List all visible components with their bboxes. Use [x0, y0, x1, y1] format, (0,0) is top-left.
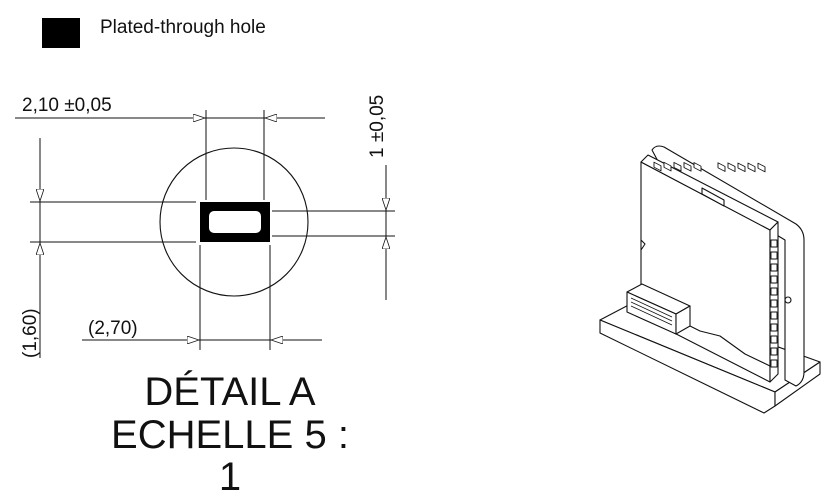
rear-board	[651, 145, 805, 387]
pcb-lower-edge	[689, 325, 771, 367]
legend-swatch	[42, 18, 80, 48]
dimension-ref-height-label: (1,60)	[20, 308, 41, 358]
pcb-left-edge-detail	[640, 239, 646, 251]
top-header-pins	[653, 161, 766, 173]
legend-label: Plated-through hole	[100, 17, 266, 38]
mounting-hole	[784, 296, 792, 304]
dimension-pad-height-label: 1 ±0,05	[367, 95, 388, 158]
module-isometric-view	[599, 145, 821, 414]
board-component	[701, 187, 725, 207]
dimension-pad-width-label: 2,10 ±0,05	[22, 95, 112, 116]
detail-circle	[159, 147, 309, 297]
detail-title: DÉTAIL A	[144, 370, 316, 414]
technical-drawing: 2,10 ±0,05 1 ±0,05 (1,60) (2,70)	[15, 95, 821, 414]
connector-ribs	[630, 297, 673, 326]
dimension-ref-width-label: (2,70)	[88, 318, 138, 339]
base-plate-front	[599, 319, 776, 414]
detail-view	[15, 110, 395, 358]
detail-scale: ECHELLE 5 : 1	[111, 413, 349, 499]
side-header-pins	[770, 239, 778, 368]
plated-through-hole-drill	[209, 211, 261, 233]
